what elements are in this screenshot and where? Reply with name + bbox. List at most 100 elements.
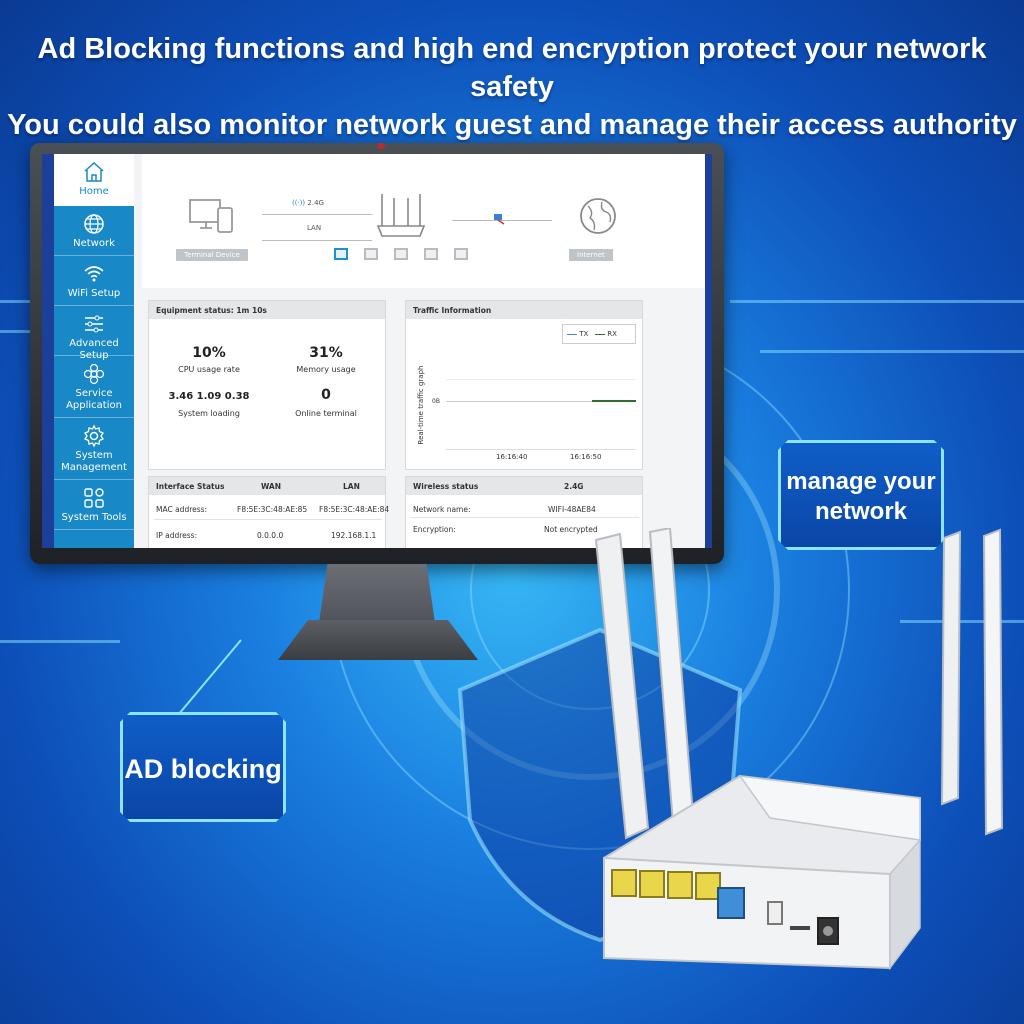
topology-link — [262, 240, 372, 241]
port-lan-4 — [454, 248, 468, 260]
flower-icon — [83, 363, 105, 385]
port-lan-1 — [364, 248, 378, 260]
cpu-label: CPU usage rate — [178, 365, 240, 374]
port-lan-2 — [394, 248, 408, 260]
monitor-stand-neck — [318, 564, 436, 630]
wifi-icon — [84, 266, 104, 282]
band-label: 2.4G — [307, 199, 324, 207]
wireless-title: Wireless status — [413, 482, 479, 491]
interface-status-panel: Interface Status WAN LAN MAC address: F8… — [148, 476, 390, 548]
load-value: 3.46 1.09 0.38 — [168, 391, 250, 402]
sidebar-item-system-tools[interactable]: System Tools — [54, 480, 134, 530]
tx-swatch — [567, 333, 577, 335]
port-wan — [334, 248, 348, 260]
bg-line — [730, 300, 1024, 303]
sidebar-item-label: System Tools — [61, 512, 127, 523]
sidebar-item-label: WiFi Setup — [67, 288, 121, 299]
wan-mac: F8:5E:3C:48:AE:85 — [237, 505, 308, 514]
terminal-device-label: Terminal Device — [176, 249, 248, 261]
sidebar-item-label: Service Application — [66, 388, 122, 411]
bg-line — [0, 330, 40, 333]
screen-edge — [705, 154, 712, 548]
legend-rx: RX — [607, 330, 617, 338]
internet-label: Internet — [569, 249, 613, 261]
wifi-small-icon: ((·)) — [292, 199, 306, 207]
sidebar-item-wifi-setup[interactable]: WiFi Setup — [54, 256, 134, 306]
topology-link — [262, 214, 372, 215]
row-divider — [154, 519, 382, 520]
col-wan: WAN — [261, 482, 282, 491]
manage-network-callout: manage your network — [778, 440, 944, 550]
grid-icon — [84, 488, 104, 508]
rx-series-line — [592, 400, 636, 402]
terminal-device-icon — [189, 199, 233, 233]
sidebar-item-advanced-setup[interactable]: Advanced Setup — [54, 306, 134, 361]
bg-line — [0, 640, 120, 643]
panel-header: Wireless status 2.4G — [406, 477, 642, 495]
x-tick: 16:16:50 — [570, 453, 602, 461]
screen-edge — [42, 154, 54, 548]
online-terminal-label: Online terminal — [295, 409, 357, 418]
monitor-camera — [377, 143, 385, 149]
band-indicator: ((·)) 2.4G — [292, 199, 324, 207]
online-terminal-value: 0 — [321, 387, 331, 403]
traffic-ylabel: Real-time traffic graph — [417, 365, 425, 445]
sidebar-item-home[interactable]: Home — [54, 154, 134, 206]
traffic-legend: TX RX — [562, 324, 636, 344]
mac-label: MAC address: — [156, 505, 208, 514]
cpu-value: 10% — [192, 345, 226, 361]
sidebar-item-system-management[interactable]: System Management — [54, 418, 134, 480]
load-label: System loading — [178, 409, 240, 418]
panel-header: Interface Status WAN LAN — [149, 477, 385, 495]
lan-ip: 192.168.1.1 — [331, 531, 377, 540]
router-icon — [376, 194, 426, 237]
router-device-image — [594, 528, 1004, 971]
traffic-panel: Traffic Information TX RX Real-time traf… — [405, 300, 643, 470]
bg-line — [760, 350, 1024, 353]
bg-line — [900, 620, 1024, 623]
network-status-icon — [494, 214, 505, 225]
col-lan: LAN — [343, 482, 360, 491]
headline-line-2: You could also monitor network guest and… — [7, 109, 1017, 141]
sliders-icon — [85, 315, 103, 333]
topology-link — [452, 220, 552, 221]
monitor-stand-base — [278, 620, 478, 660]
network-name-value: WIFI-48AE84 — [548, 505, 596, 514]
equipment-status-panel: Equipment status: 1m 10s 10% CPU usage r… — [148, 300, 386, 470]
sidebar-item-service-application[interactable]: Service Application — [54, 356, 134, 418]
row-divider — [411, 517, 639, 518]
headline-line-1: Ad Blocking functions and high end encry… — [37, 33, 987, 103]
sidebar-item-network[interactable]: Network — [54, 206, 134, 256]
router-admin-screen: Home Network WiFi Setup Advanced Setup S… — [42, 154, 712, 548]
port-lan-3 — [424, 248, 438, 260]
legend-tx: TX — [579, 330, 589, 338]
sidebar-item-label: Network — [73, 238, 115, 249]
home-icon — [84, 161, 104, 182]
wireless-band: 2.4G — [564, 482, 584, 491]
memory-value: 31% — [309, 345, 343, 361]
rx-swatch — [595, 333, 605, 335]
ip-label: IP address: — [156, 531, 198, 540]
sidebar-item-label: Home — [79, 186, 109, 197]
memory-label: Memory usage — [296, 365, 356, 374]
sidebar: Home Network WiFi Setup Advanced Setup S… — [54, 154, 134, 548]
sidebar-item-label: System Management — [61, 450, 127, 473]
x-tick: 16:16:40 — [496, 453, 528, 461]
network-name-label: Network name: — [413, 505, 471, 514]
equipment-title: Equipment status: — [156, 306, 234, 315]
x-axis — [446, 449, 636, 450]
wan-ip: 0.0.0.0 — [257, 531, 284, 540]
topology-panel: Terminal Device ((·)) 2.4G LAN Internet — [142, 154, 705, 294]
interface-title: Interface Status — [156, 482, 225, 491]
headline: Ad Blocking functions and high end encry… — [0, 30, 1024, 144]
tx-series-line — [446, 401, 636, 402]
encryption-label: Encryption: — [413, 525, 456, 534]
globe-icon — [84, 214, 104, 234]
sidebar-item-label: Advanced Setup — [69, 338, 119, 361]
panel-header: Equipment status: 1m 10s — [149, 301, 385, 319]
ad-blocking-callout: AD blocking — [120, 712, 286, 822]
uptime-value: 1m 10s — [236, 306, 267, 315]
encryption-value: Not encrypted — [544, 525, 598, 534]
internet-globe-icon — [580, 198, 616, 234]
lan-mac: F8:5E:3C:48:AE:84 — [319, 505, 390, 514]
